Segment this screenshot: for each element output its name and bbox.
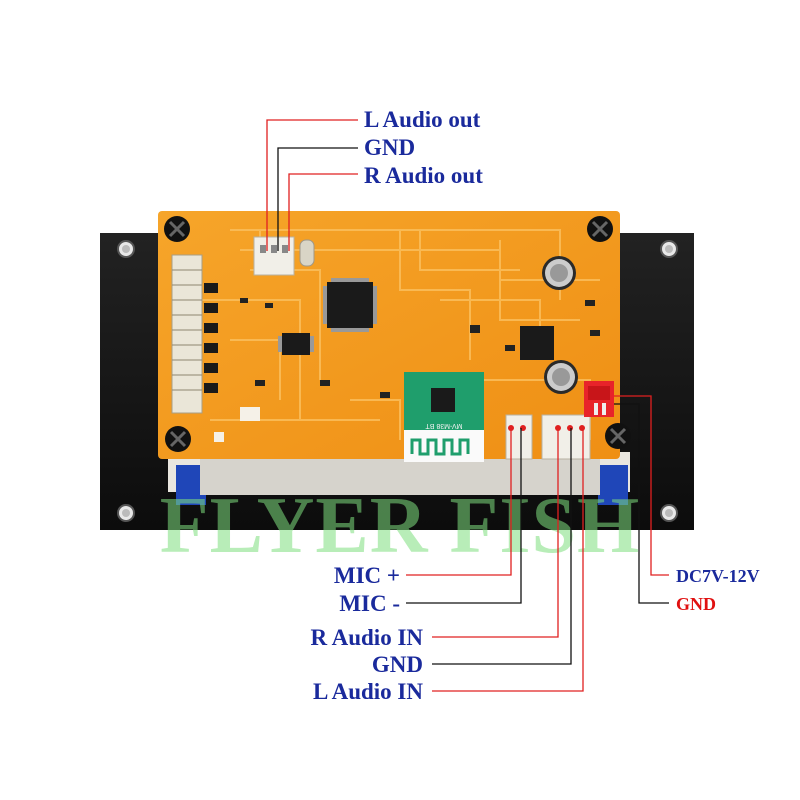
- leader-r-audio-out: [288, 173, 358, 251]
- main-chip: [323, 278, 377, 332]
- screw-top-right: [587, 216, 613, 242]
- leader-dc-power: [614, 395, 669, 576]
- crystal: [299, 239, 315, 267]
- label-l-audio-out: L Audio out: [364, 107, 481, 132]
- label-gnd-power: GND: [676, 594, 716, 614]
- capacitor-top: [542, 256, 576, 290]
- label-l-audio-in: L Audio IN: [313, 679, 423, 704]
- leader-l-audio-out: [266, 119, 358, 251]
- amplifier-chip: [278, 333, 314, 355]
- label-dc-power: DC7V-12V: [676, 566, 760, 586]
- voltage-regulator: [520, 326, 554, 360]
- leader-mic-minus: [406, 428, 522, 604]
- label-mic-minus: MIC -: [339, 591, 400, 616]
- label-gnd-in: GND: [372, 652, 423, 677]
- audio-in-connector: [541, 414, 591, 460]
- leader-lines-bottom: [406, 395, 669, 692]
- pcb-board: [158, 211, 631, 459]
- label-gnd-top: GND: [364, 135, 415, 160]
- leader-gnd-top: [277, 147, 358, 251]
- leader-mic-plus: [406, 428, 512, 576]
- screw-top-left: [164, 216, 190, 242]
- label-mic-plus: MIC +: [334, 563, 400, 588]
- capacitor-bottom: [544, 360, 578, 394]
- power-connector: [584, 381, 614, 417]
- bluetooth-module-label: MV-M38 BT: [425, 422, 463, 429]
- mic-connector: [505, 414, 533, 460]
- label-r-audio-in: R Audio IN: [311, 625, 424, 650]
- leader-l-audio-in: [432, 428, 584, 692]
- label-r-audio-out: R Audio out: [364, 163, 483, 188]
- leader-gnd-in: [432, 428, 572, 665]
- pin-labels: L Audio out GND R Audio out MIC + MIC - …: [311, 107, 760, 704]
- bluetooth-module: MV-M38 BT: [404, 372, 484, 462]
- leader-r-audio-in: [432, 428, 559, 638]
- leader-gnd-power: [614, 403, 669, 604]
- audio-out-connector: [253, 236, 295, 276]
- leader-lines-top: [266, 119, 358, 251]
- ribbon-connector: [171, 254, 218, 414]
- watermark-text: FLYER FISH: [160, 482, 641, 570]
- screw-bottom-right: [605, 423, 631, 449]
- screw-bottom-left: [165, 426, 191, 452]
